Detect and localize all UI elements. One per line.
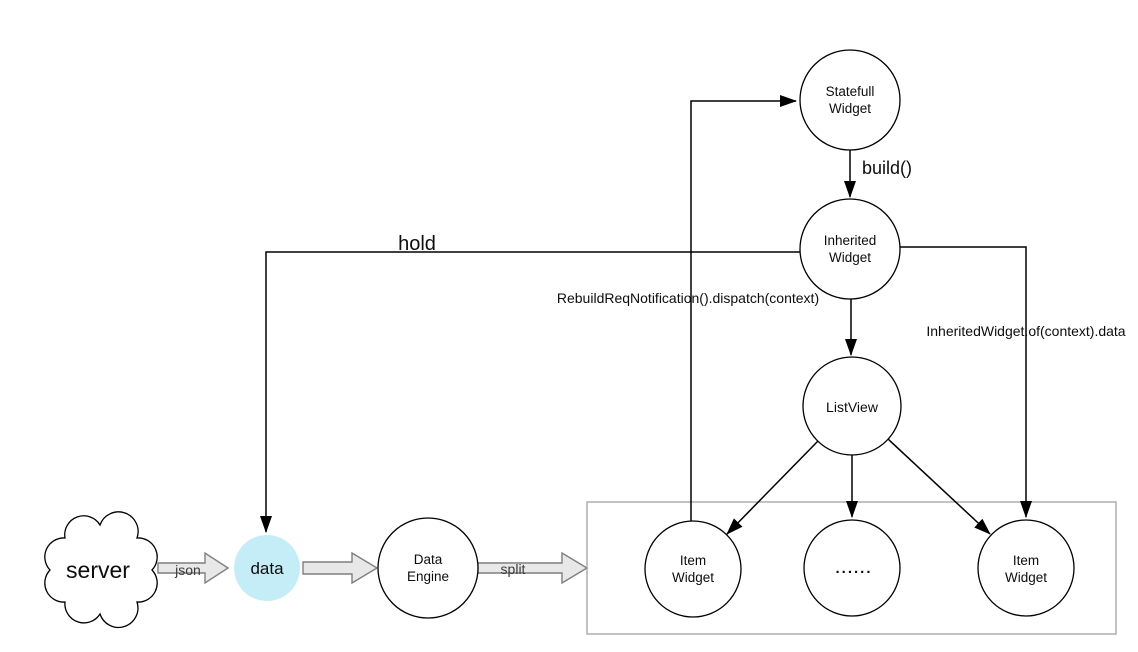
split-block-arrow xyxy=(477,551,589,585)
rebuild-dispatch-edge-label: RebuildReqNotification().dispatch(contex… xyxy=(557,290,819,306)
listview-to-item-left-arrow xyxy=(726,440,819,535)
item-widget-right-label-line2: Widget xyxy=(1005,570,1047,585)
inherited-widget-label-line1: Inherited xyxy=(824,233,877,248)
data-node-label: data xyxy=(250,559,284,578)
data-node xyxy=(234,535,300,601)
inherited-widget-node xyxy=(799,198,901,300)
data-engine-label-line2: Engine xyxy=(407,569,449,584)
statefull-widget-node xyxy=(799,49,901,151)
listview-to-item-right-arrow xyxy=(887,438,991,535)
rebuild-dispatch-line xyxy=(690,95,797,521)
item-widget-left-label-line1: Item xyxy=(680,553,706,568)
data-engine-node xyxy=(377,517,479,619)
inherited-widget-label-line2: Widget xyxy=(829,250,871,265)
item-widget-left-node xyxy=(644,520,742,618)
inherited-of-edge-label: InheritedWidget.of(context).data xyxy=(926,323,1125,339)
item-widget-left-label-line2: Widget xyxy=(672,570,714,585)
item-widget-right-label-line1: Item xyxy=(1013,553,1039,568)
inherited-of-line xyxy=(900,246,1032,518)
server-cloud-shape xyxy=(44,511,158,629)
server-label: server xyxy=(66,557,130,583)
item-widget-placeholder-node xyxy=(803,519,901,617)
listview-label: ListView xyxy=(826,399,879,415)
data-to-engine-block-arrow xyxy=(302,551,379,585)
json-edge-label: json xyxy=(174,562,201,578)
json-block-arrow xyxy=(157,551,230,585)
hold-line xyxy=(260,251,800,533)
item-widget-placeholder-label: ...... xyxy=(835,560,872,577)
hold-edge-label: hold xyxy=(398,233,436,255)
statefull-widget-label-line1: Statefull xyxy=(826,84,875,99)
data-engine-label-line1: Data xyxy=(414,552,443,567)
item-widget-right-node xyxy=(977,519,1075,617)
split-edge-label: split xyxy=(501,561,526,577)
build-edge-label: build() xyxy=(862,158,912,178)
listview-node xyxy=(802,356,902,456)
statefull-widget-label-line2: Widget xyxy=(829,101,871,116)
